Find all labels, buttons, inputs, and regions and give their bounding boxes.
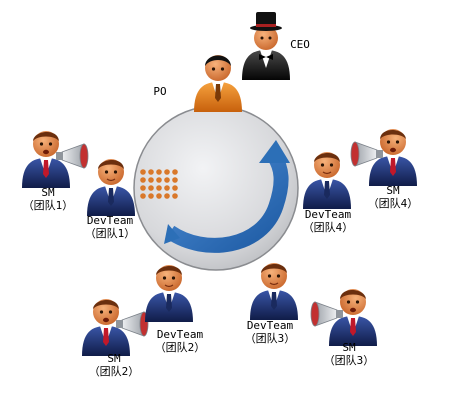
sm1-label: SM（团队1）	[22, 186, 74, 212]
ceo-figure-icon	[242, 12, 290, 80]
sm3-label: SM（团队3）	[323, 341, 375, 367]
backlog-dots-icon	[140, 169, 178, 199]
sprint-cycle-arrow-icon	[164, 140, 290, 253]
sm2-label: SM（团队2）	[88, 352, 140, 378]
dev-team-3-icon	[249, 262, 299, 321]
scrum-master-4-icon	[350, 128, 418, 187]
ceo-label: CEO	[290, 38, 310, 51]
scrum-master-1-icon	[21, 130, 89, 189]
po-label: PO	[153, 85, 167, 98]
sm4-label: SM（团队4）	[367, 184, 419, 210]
dev4-label: DevTeam（团队4）	[302, 208, 354, 234]
scrum-master-3-icon	[310, 288, 378, 347]
dev3-label: DevTeam（团队3）	[244, 319, 296, 345]
dev-team-2-icon	[144, 264, 194, 323]
dev1-label: DevTeam（团队1）	[84, 214, 136, 240]
po-figure-icon	[194, 55, 242, 112]
scrum-master-2-icon	[81, 298, 149, 357]
dev-team-1-icon	[86, 158, 136, 217]
dev-team-4-icon	[302, 151, 352, 210]
dev2-label: DevTeam（团队2）	[154, 328, 206, 354]
